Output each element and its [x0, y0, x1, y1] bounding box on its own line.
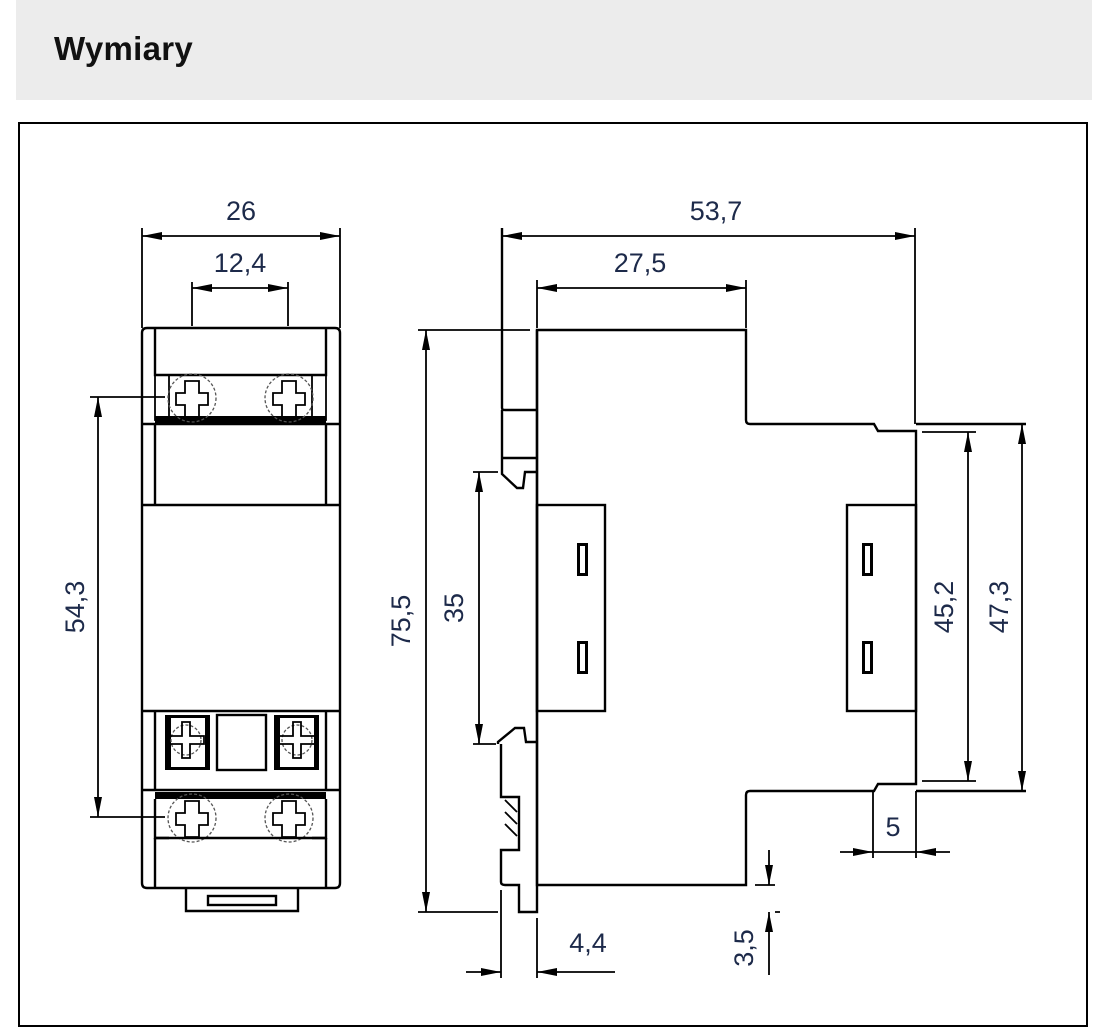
dim-rail-label: 35: [439, 593, 469, 623]
dim-base-offset-label: 3,5: [729, 929, 759, 967]
lower-terminal-window: [215, 713, 268, 772]
dim-clip-thickness-label: 4,4: [569, 928, 607, 958]
side-terminal-left: [535, 503, 607, 713]
lower-terminal-right-icon: [274, 715, 319, 770]
front-body-outline: [140, 326, 342, 890]
top-terminal-bar: [155, 416, 326, 424]
dim-front-offset-label: 5: [885, 812, 900, 842]
screw-bottom-right-icon: [264, 793, 314, 843]
dim-overall-height-label: 75,5: [386, 595, 416, 648]
rear-clip-lower: [496, 726, 539, 914]
dim-front-step-label: 27,5: [614, 248, 667, 278]
lower-terminal-left-icon: [165, 715, 210, 770]
din-clip: [184, 888, 300, 913]
dim-width-label: 26: [226, 196, 256, 226]
side-view: 53,7 27,5 75,5 35 45,2 47,3 5 4,4: [386, 196, 1026, 978]
rear-clip-upper: [500, 228, 537, 490]
side-body-outline: [535, 328, 918, 887]
clip-spring-icon: [504, 799, 518, 837]
front-view: 26 12,4 54,3: [60, 196, 342, 913]
section-header: Wymiary: [16, 0, 1092, 100]
screw-top-left-icon: [167, 373, 217, 423]
dim-depth-label: 53,7: [690, 196, 743, 226]
dim-front-outer-label: 47,3: [984, 581, 1014, 634]
front-top-cover: [153, 328, 328, 377]
side-terminal-right: [845, 503, 918, 713]
dim-front-inner-label: 45,2: [929, 581, 959, 634]
screw-bottom-left-icon: [167, 793, 217, 843]
dim-terminal-spacing-label: 12,4: [214, 248, 267, 278]
screw-top-right-icon: [264, 373, 314, 423]
section-title: Wymiary: [54, 30, 194, 67]
dim-terminal-height-label: 54,3: [60, 581, 90, 634]
